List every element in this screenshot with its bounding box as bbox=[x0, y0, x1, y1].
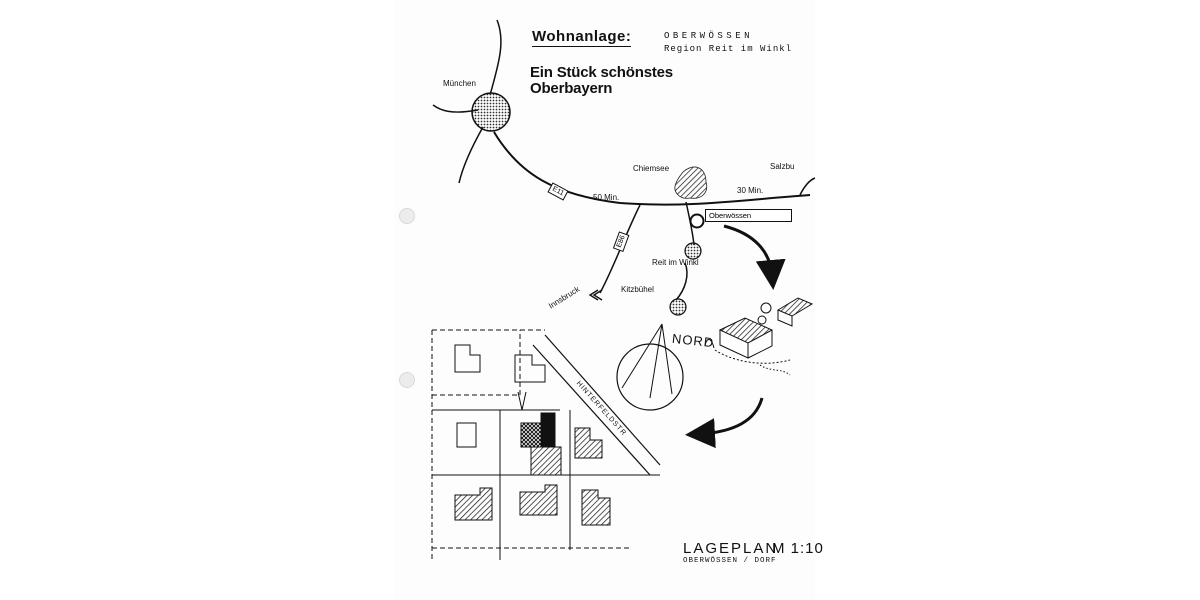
header-title: Wohnanlage: bbox=[532, 28, 632, 47]
reit-im-winkl-marker bbox=[684, 242, 702, 260]
road-salzburg bbox=[799, 177, 816, 196]
label-time-east: 30 Min. bbox=[737, 186, 764, 195]
site-plan bbox=[431, 329, 661, 560]
header-region: Region Reit im Winkl bbox=[664, 44, 793, 54]
headline-line2: Oberbayern bbox=[530, 80, 613, 97]
label-oberwoessen: Oberwössen bbox=[705, 209, 792, 222]
punch-hole-bottom bbox=[399, 372, 415, 388]
compass-icon bbox=[616, 343, 684, 411]
innsbruck-arrow-icon bbox=[588, 289, 603, 301]
headline: Ein Stück schönstes Oberbayern bbox=[530, 65, 673, 97]
road-west bbox=[432, 104, 479, 113]
kitzbuehel-marker bbox=[669, 298, 687, 316]
label-chiemsee: Chiemsee bbox=[633, 164, 670, 173]
label-reit-im-winkl: Reit im Winkl bbox=[652, 258, 699, 267]
label-time-west: 50 Min. bbox=[593, 193, 620, 202]
chiemsee-lake bbox=[674, 166, 708, 199]
compass-needle bbox=[621, 323, 673, 399]
muenchen-marker bbox=[471, 92, 511, 132]
road-kitzbuehel bbox=[675, 262, 688, 301]
road-north bbox=[489, 19, 502, 96]
label-salzburg: Salzbu bbox=[770, 162, 795, 171]
label-kitzbuehel: Kitzbühel bbox=[621, 285, 654, 294]
header-place: OBERWÖSSEN bbox=[664, 31, 754, 41]
road-southwest bbox=[458, 126, 484, 184]
aerial-sketch bbox=[704, 297, 814, 376]
site-plan-title: LAGEPLAN bbox=[683, 540, 779, 557]
curved-arrow-icon bbox=[723, 224, 786, 290]
label-muenchen: München bbox=[443, 79, 476, 88]
site-plan-scale: M 1:10 bbox=[772, 540, 824, 557]
curved-arrow-icon bbox=[685, 397, 764, 449]
road-e11 bbox=[493, 131, 811, 206]
site-plan-location: OBERWÖSSEN / DORF bbox=[683, 557, 777, 565]
oberwoessen-marker bbox=[689, 213, 705, 229]
headline-line1: Ein Stück schönstes bbox=[530, 64, 673, 81]
road-oberwoessen bbox=[685, 201, 695, 246]
punch-hole-top bbox=[399, 208, 415, 224]
